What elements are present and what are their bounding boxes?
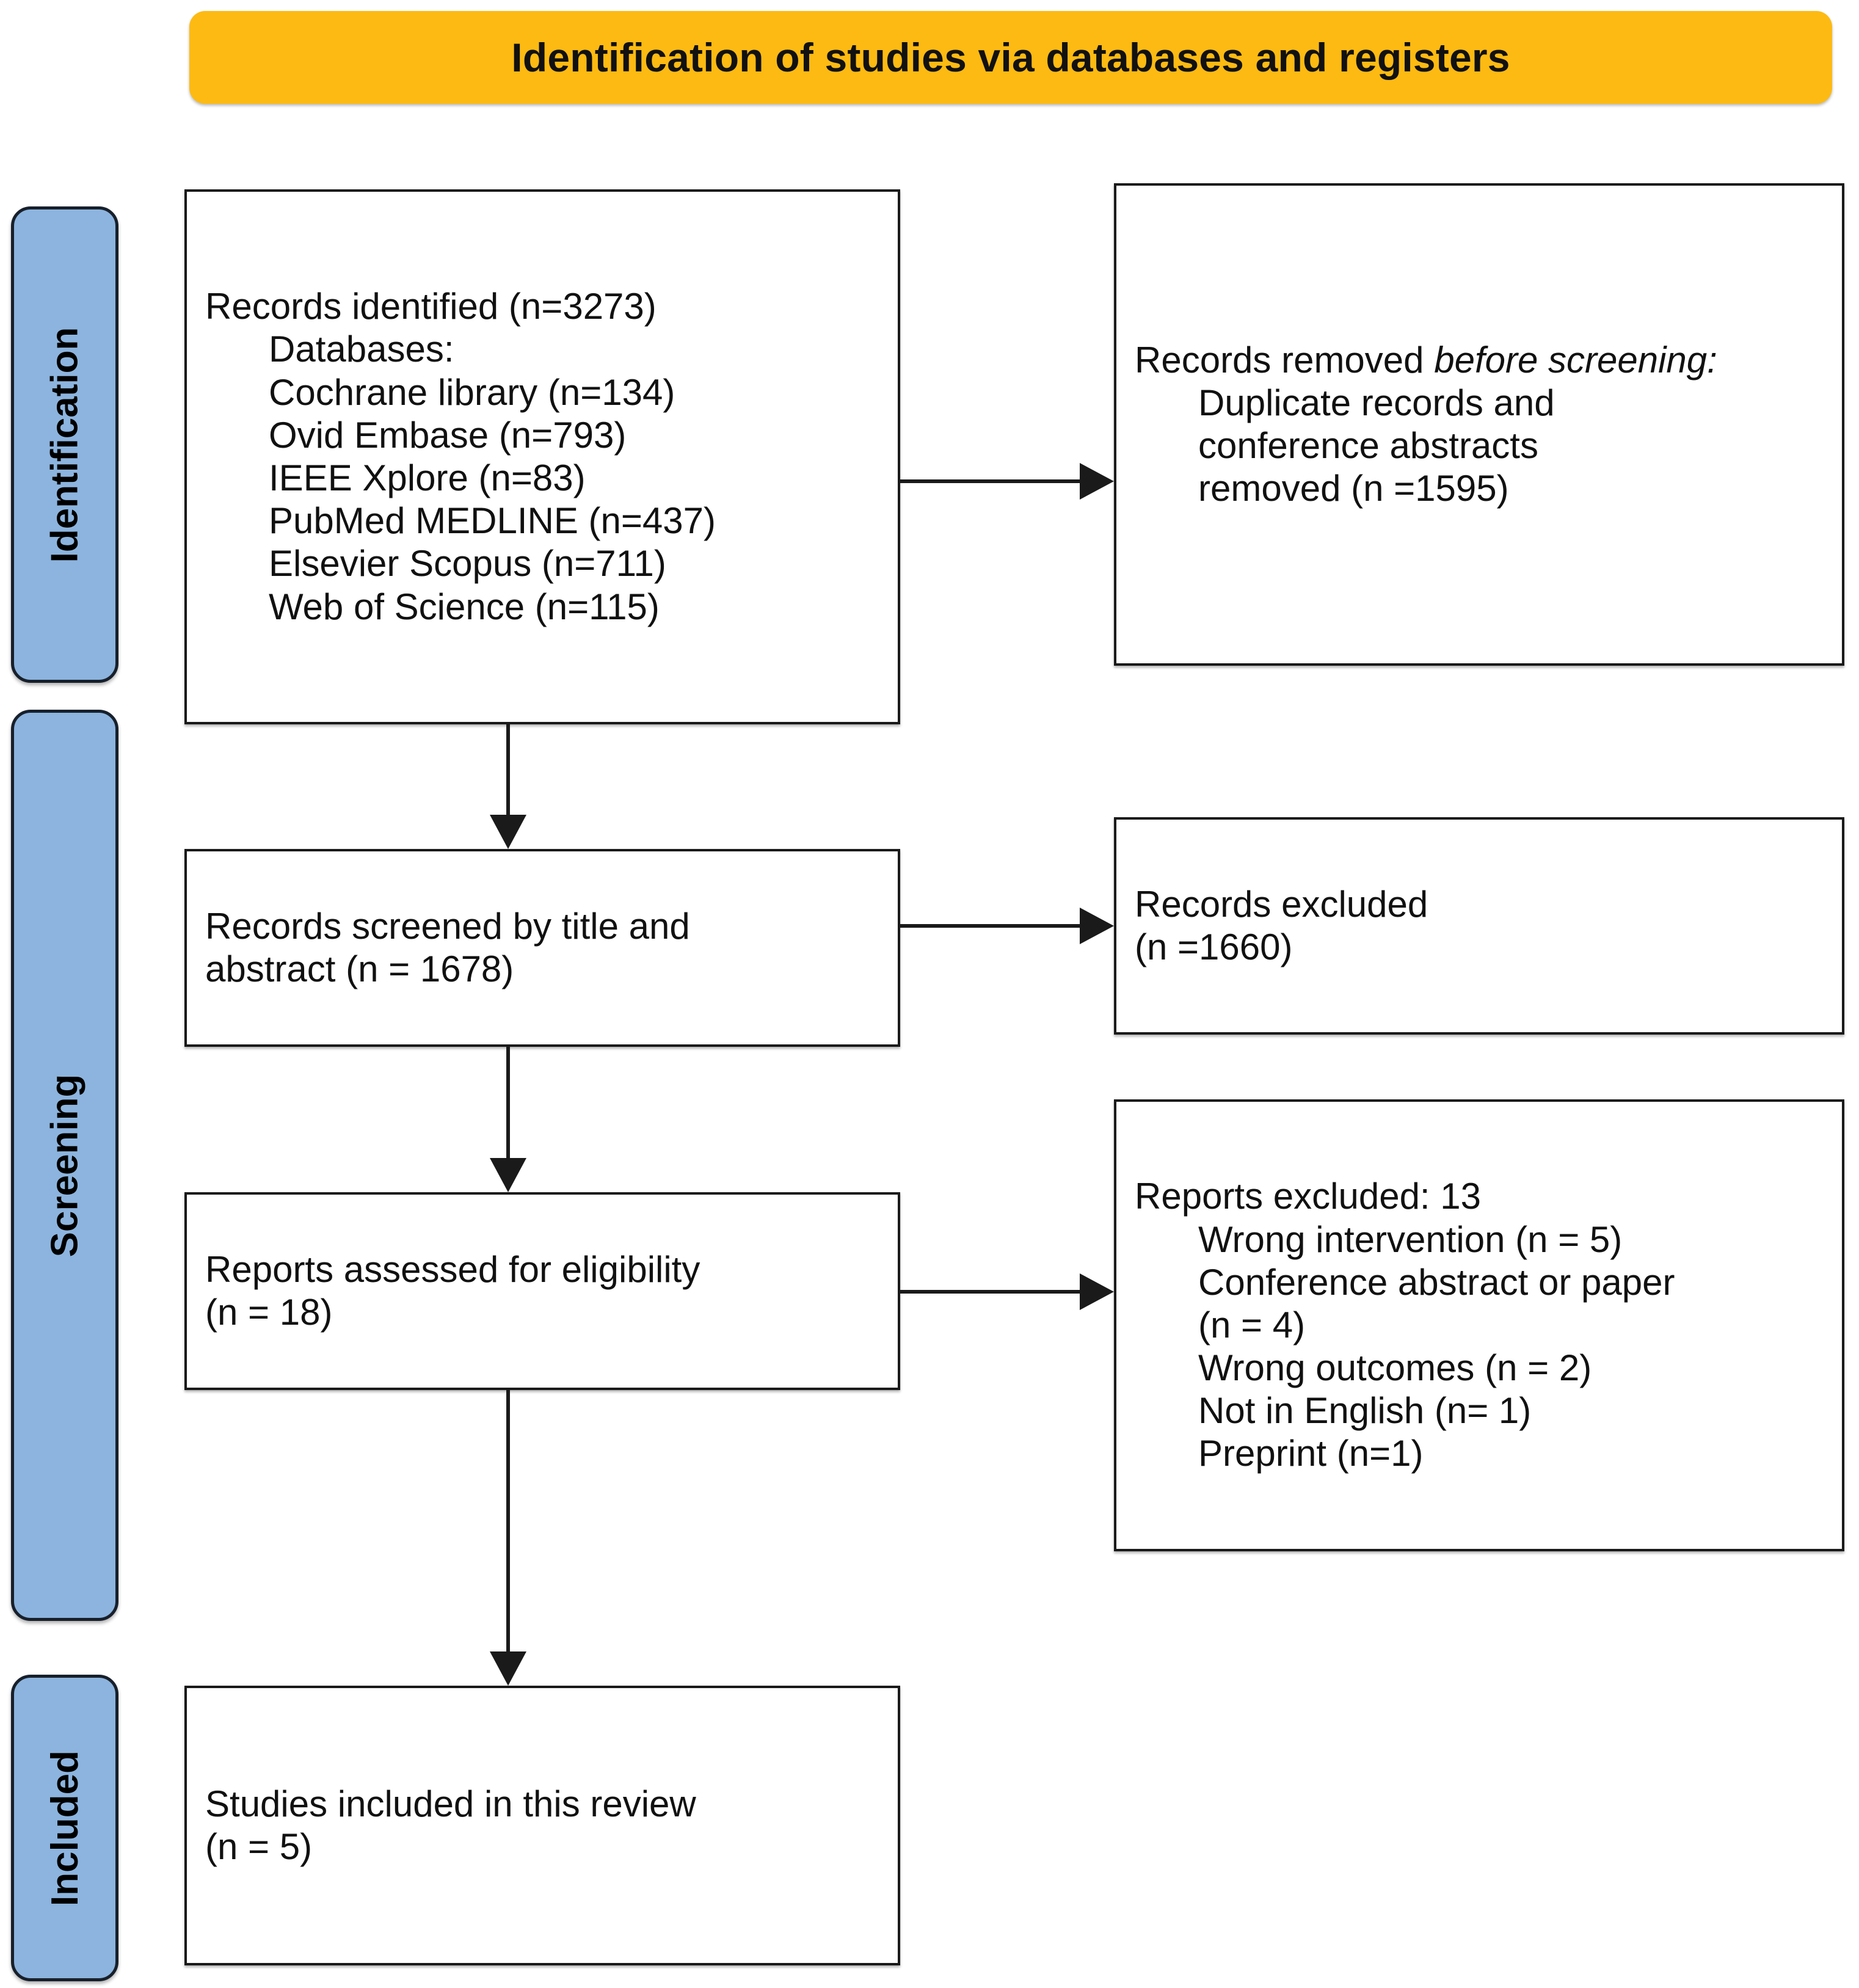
- stage-label-identification: Identification: [43, 327, 86, 563]
- records-identified-databases-label: Databases:: [269, 329, 454, 370]
- records-removed-heading: Records removed before screening:: [1135, 339, 1824, 382]
- connector-line: [900, 924, 1081, 928]
- connector-line: [900, 479, 1081, 483]
- exclusion-reason-item: Preprint (n=1): [1198, 1433, 1424, 1474]
- exclusion-reason-item: Conference abstract or paper: [1198, 1261, 1675, 1303]
- stage-label-included: Included: [43, 1750, 86, 1906]
- connector-eligibility-to-reports-excluded: [900, 1273, 1114, 1310]
- node-studies-included: Studies included in this review (n = 5): [184, 1686, 900, 1965]
- connector-line: [506, 1047, 510, 1159]
- records-removed-heading-suffix: :: [1707, 339, 1717, 380]
- node-records-excluded: Records excluded (n =1660): [1114, 817, 1844, 1035]
- records-removed-heading-italic: before screening: [1434, 339, 1708, 380]
- records-excluded-line2: (n =1660): [1135, 927, 1293, 967]
- diagram-header-banner: Identification of studies via databases …: [189, 11, 1832, 104]
- stage-rail-included: Included: [11, 1675, 118, 1981]
- reports-eligibility-line2: (n = 18): [205, 1292, 333, 1333]
- node-reports-assessed-eligibility: Reports assessed for eligibility (n = 18…: [184, 1192, 900, 1390]
- connector-line: [900, 1290, 1081, 1294]
- node-records-identified: Records identified (n=3273) Databases: C…: [184, 189, 900, 724]
- database-source-item: Ovid Embase (n=793): [269, 414, 627, 456]
- database-source-item: IEEE Xplore (n=83): [269, 457, 586, 498]
- arrowhead-down-icon: [490, 1158, 526, 1192]
- database-source-item: Elsevier Scopus (n=711): [269, 543, 666, 584]
- stage-rail-screening: Screening: [11, 710, 118, 1621]
- connector-line: [506, 1390, 510, 1653]
- arrowhead-down-icon: [490, 1651, 526, 1686]
- records-removed-detail: removed (n =1595): [1198, 468, 1509, 509]
- node-records-screened: Records screened by title and abstract (…: [184, 849, 900, 1047]
- records-excluded-line1: Records excluded: [1135, 883, 1428, 925]
- exclusion-reason-item: Not in English (n= 1): [1198, 1390, 1532, 1432]
- exclusion-reason-item: (n = 4): [1198, 1304, 1306, 1345]
- records-screened-line1: Records screened by title and: [205, 905, 690, 947]
- arrowhead-right-icon: [1080, 463, 1114, 500]
- records-removed-detail: conference abstracts: [1198, 425, 1538, 466]
- database-source-item: Cochrane library (n=134): [269, 371, 675, 413]
- database-source-item: Web of Science (n=115): [269, 586, 660, 627]
- stage-rail-identification: Identification: [11, 206, 118, 683]
- connector-line: [506, 724, 510, 816]
- records-screened-line2: abstract (n = 1678): [205, 948, 514, 989]
- node-records-removed-before-screening: Records removed before screening: Duplic…: [1114, 183, 1844, 666]
- arrowhead-down-icon: [490, 815, 526, 849]
- connector-eligibility-to-included: [490, 1390, 526, 1686]
- reports-excluded-heading: Reports excluded: 13: [1135, 1176, 1482, 1217]
- reports-eligibility-line1: Reports assessed for eligibility: [205, 1248, 700, 1290]
- connector-screened-to-excluded: [900, 908, 1114, 944]
- arrowhead-right-icon: [1080, 908, 1114, 944]
- studies-included-line1: Studies included in this review: [205, 1783, 696, 1824]
- studies-included-line2: (n = 5): [205, 1826, 313, 1867]
- connector-identified-to-removed: [900, 463, 1114, 500]
- records-removed-detail: Duplicate records and: [1198, 382, 1555, 423]
- diagram-title: Identification of studies via databases …: [511, 35, 1510, 80]
- connector-screened-to-eligibility: [490, 1047, 526, 1192]
- connector-identified-to-screened: [490, 724, 526, 849]
- records-removed-heading-prefix: Records removed: [1135, 339, 1435, 380]
- records-identified-total: Records identified (n=3273): [205, 286, 657, 327]
- arrowhead-right-icon: [1080, 1273, 1114, 1310]
- exclusion-reason-item: Wrong intervention (n = 5): [1198, 1218, 1623, 1260]
- node-reports-excluded: Reports excluded: 13 Wrong intervention …: [1114, 1099, 1844, 1551]
- exclusion-reason-item: Wrong outcomes (n = 2): [1198, 1347, 1592, 1389]
- stage-label-screening: Screening: [43, 1074, 86, 1257]
- database-source-item: PubMed MEDLINE (n=437): [269, 500, 716, 542]
